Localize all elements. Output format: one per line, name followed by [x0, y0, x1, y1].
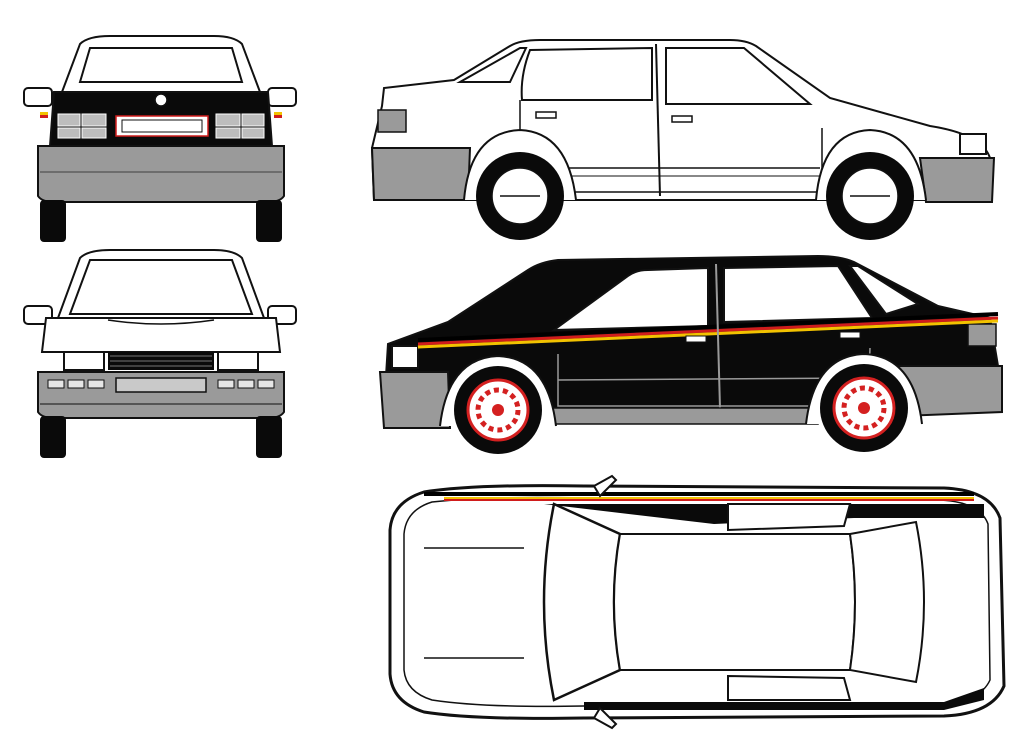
front-license-plate [115, 377, 207, 393]
side-window-top [727, 503, 852, 532]
body-stripe [417, 312, 999, 349]
tail-light [967, 323, 997, 347]
tail-lights [57, 113, 265, 139]
front-left-tyre [40, 416, 66, 458]
headlight [391, 345, 419, 369]
left-mirror [23, 87, 53, 107]
rear-window [78, 47, 244, 83]
front-view [23, 249, 297, 458]
rear-door-handle [535, 111, 557, 119]
rear-bumper [37, 145, 285, 203]
roof-edge-stripe [424, 492, 974, 501]
front-bumper [378, 371, 452, 429]
rear-view [23, 35, 297, 242]
fog-lights [47, 379, 275, 389]
rear-door-handle [839, 331, 861, 339]
top-mirror [592, 474, 618, 498]
rear-quarter-window [456, 47, 528, 83]
front-bumper [918, 157, 996, 203]
rear-emblem [154, 93, 168, 107]
rear-left-tyre [40, 200, 66, 242]
side-view-left-white [370, 39, 996, 240]
top-view [388, 474, 1006, 730]
windshield [68, 259, 254, 315]
roof [613, 533, 856, 671]
front-door-handle [685, 335, 707, 343]
left-headlight [63, 351, 105, 371]
side-skirt [545, 407, 819, 425]
rear-stripe-gold [40, 112, 48, 115]
front-wheel [454, 366, 542, 454]
front-right-tyre [256, 416, 282, 458]
rear-bumper [370, 147, 472, 201]
rear-right-tyre [256, 200, 282, 242]
right-mirror [267, 87, 297, 107]
tail-light [377, 109, 407, 133]
windshield [542, 502, 622, 702]
bottom-mirror [592, 706, 618, 730]
front-door-window [665, 47, 813, 105]
rear-wheel [476, 152, 564, 240]
front-wheel [826, 152, 914, 240]
side-view-right-black-stripe [378, 254, 1003, 454]
rear-stripe-red [40, 115, 48, 118]
headlight [959, 133, 987, 155]
rear-door-window [520, 46, 653, 101]
side-window-bottom [727, 674, 852, 701]
right-headlight [217, 351, 259, 371]
front-door-window [550, 266, 709, 332]
rear-wheel [820, 364, 908, 452]
rear-window [848, 520, 925, 684]
hood [40, 317, 282, 353]
front-door-handle [671, 115, 693, 123]
rear-quarter-window [848, 265, 921, 316]
